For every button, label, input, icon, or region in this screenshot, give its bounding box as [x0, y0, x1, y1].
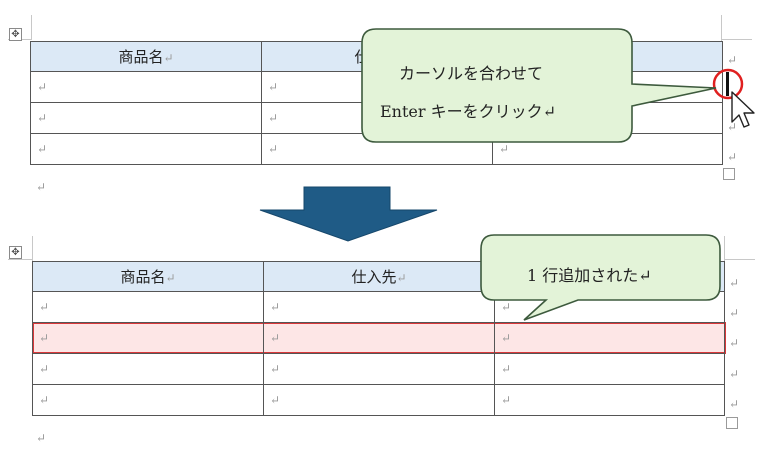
mouse-pointer-icon [731, 91, 755, 128]
callout-top-line1: カーソルを合わせて [399, 64, 544, 83]
table-resize-handle[interactable] [726, 417, 738, 429]
paragraph-mark: ↵ [36, 431, 47, 445]
highlight-circle [712, 68, 744, 100]
header-cell-supplier[interactable]: 仕入先↵ [263, 261, 495, 292]
table-cell[interactable]: ↵ [494, 353, 725, 385]
table-cell[interactable]: ↵ [30, 71, 262, 103]
paragraph-mark: ↵ [36, 180, 47, 194]
down-arrow-icon [259, 186, 438, 242]
table-cell[interactable]: ↵ [263, 353, 495, 385]
table-move-handle-icon[interactable]: ✥ [9, 246, 22, 259]
bottom-right-guide-h [725, 259, 755, 260]
table-cell[interactable]: ↵ [263, 384, 495, 416]
end-of-row-mark: ↵ [729, 367, 740, 381]
table-move-handle-icon[interactable]: ✥ [9, 28, 22, 41]
table-cell[interactable]: ↵ [494, 384, 725, 416]
table-resize-handle[interactable] [723, 168, 735, 180]
end-of-row-mark: ↵ [729, 397, 740, 411]
callout-top-shape [361, 28, 717, 143]
table-row: ↵ ↵ ↵ [30, 133, 723, 165]
end-of-row-mark: ↵ [729, 306, 740, 320]
top-right-guide-v [721, 15, 722, 41]
bottom-table[interactable]: 商品名↵ 仕入先↵ ↵ ↵ ↵ ↵ ↵ ↵ ↵ ↵ ↵ ↵ ↵ ↵ [32, 261, 725, 416]
table-cell[interactable]: ↵ [30, 102, 262, 134]
table-cell[interactable]: ↵ [263, 291, 495, 323]
callout-top-line2: Enter キーをクリック↵ [380, 102, 557, 121]
bottom-right-guide-v [724, 236, 725, 261]
end-of-row-mark: ↵ [729, 336, 740, 350]
header-cell-product[interactable]: 商品名↵ [32, 261, 264, 292]
cursor-indicator [712, 68, 755, 128]
table-cell[interactable]: ↵ [263, 322, 495, 354]
header-cell-product[interactable]: 商品名↵ [30, 41, 262, 72]
table-cell[interactable]: ↵ [32, 291, 264, 323]
callout-bottom-text: 1 行追加された↵ [527, 266, 652, 285]
bottom-left-guide-v [32, 236, 33, 261]
table-row: ↵ ↵ ↵ [32, 384, 725, 416]
end-of-row-mark: ↵ [727, 53, 738, 67]
bottom-left-guide-h [8, 259, 33, 260]
end-of-row-mark: ↵ [727, 150, 738, 164]
table-cell[interactable]: ↵ [30, 133, 262, 165]
text-cursor-icon [726, 72, 729, 96]
table-cell[interactable]: ↵ [494, 322, 725, 354]
top-left-guide-v [31, 15, 32, 40]
callout-bottom-shape [480, 234, 721, 321]
table-cell[interactable]: ↵ [32, 384, 264, 416]
table-cell[interactable]: ↵ [32, 353, 264, 385]
table-row: ↵ ↵ ↵ [32, 353, 725, 385]
top-right-guide-h [722, 39, 752, 40]
table-row-added: ↵ ↵ ↵ [32, 322, 725, 354]
table-cell[interactable]: ↵ [32, 322, 264, 354]
end-of-row-mark: ↵ [729, 276, 740, 290]
end-of-row-mark: ↵ [727, 120, 738, 134]
